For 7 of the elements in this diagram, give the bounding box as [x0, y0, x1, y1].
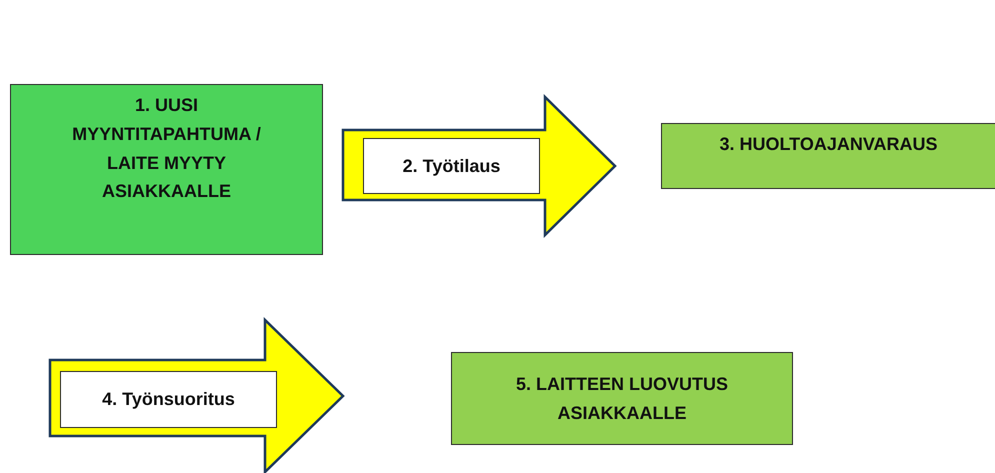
process-box: 5. LAITTEEN LUOVUTUS ASIAKKAALLE [451, 352, 793, 445]
arrow-label: 2. Työtilaus [363, 138, 540, 194]
process-box: 1. UUSI MYYNTITAPAHTUMA / LAITE MYYTY ASIAKKAALLE [10, 84, 323, 255]
process-box: 3. HUOLTOAJANVARAUS [661, 123, 995, 189]
arrow-label: 4. Työnsuoritus [60, 371, 277, 428]
block-arrow [343, 97, 615, 235]
block-arrow [50, 320, 343, 472]
